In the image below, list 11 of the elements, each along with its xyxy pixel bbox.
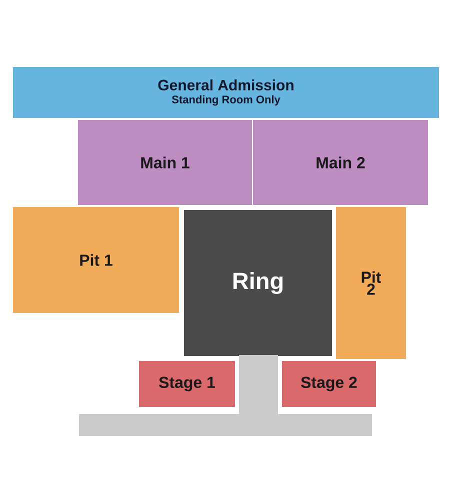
seating-section: Pit 1 [13,207,179,313]
walkway [79,355,372,436]
node-label: Main 1 [141,156,190,168]
stage: Stage 1 [139,361,235,407]
node-label: Main 2 [316,156,365,168]
seating-section: Main 1 [78,120,252,205]
seating-section: General Admission Standing Room Only [13,67,439,118]
stage: Stage 2 [282,361,376,407]
ring: Ring [184,210,332,356]
seating-section: Main 2 [253,120,428,205]
seating-section: Pit 2 [336,207,406,359]
